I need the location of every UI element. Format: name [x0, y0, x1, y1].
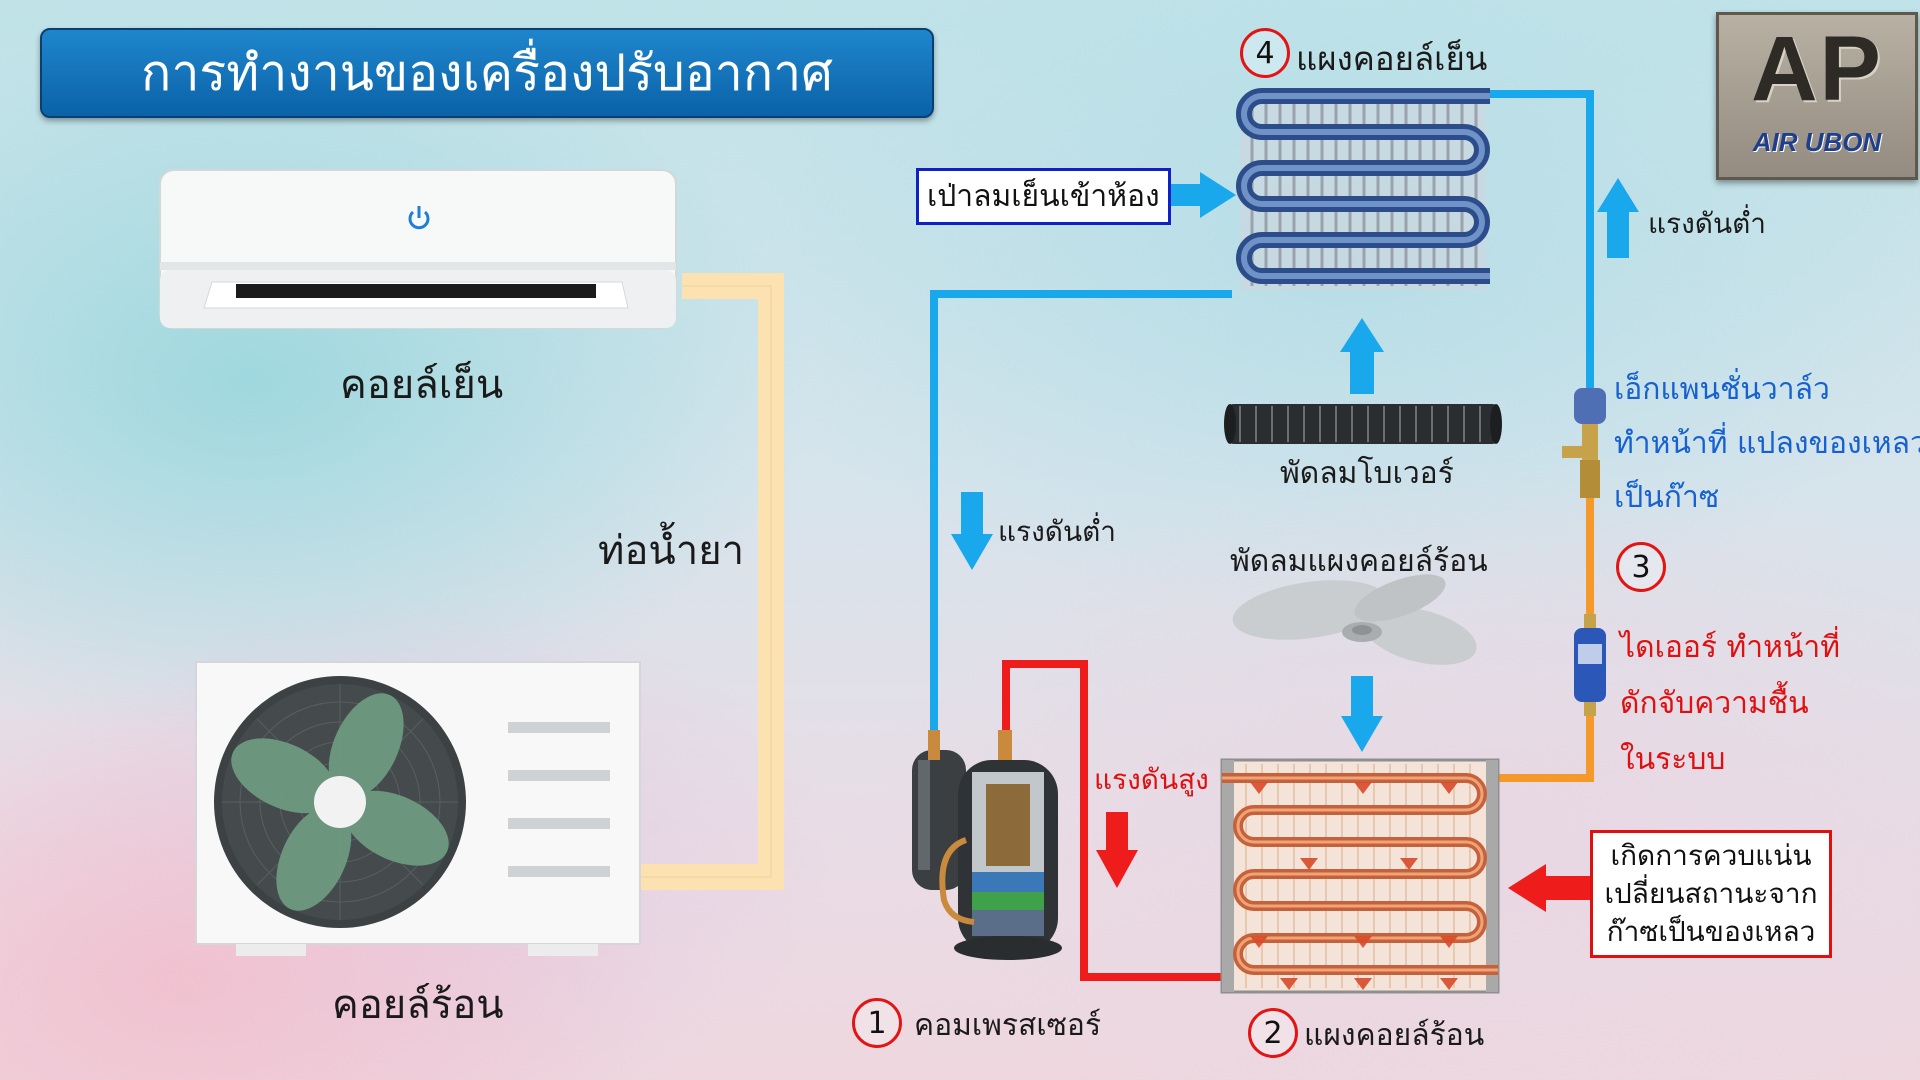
condenser-fan-label: พัดลมแผงคอยล์ร้อน: [1230, 544, 1488, 579]
condensation-line-3: ก๊าซเป็นของเหลว: [1606, 915, 1816, 948]
indoor-unit-label: คอยล์เย็น: [340, 362, 504, 408]
expansion-valve-line-3: เป็นก๊าซ: [1614, 480, 1720, 515]
condenser-fan-image: [1232, 574, 1477, 665]
refrigerant-pipe: [640, 273, 784, 890]
low-pressure-line: [1490, 90, 1594, 388]
dryer-line-1: ไดเออร์ ทำหน้าที่: [1620, 630, 1841, 665]
discharge-line: [1002, 660, 1222, 981]
compressor-image: [912, 730, 1062, 960]
expansion-valve-line-2: ทำหน้าที่ แปลงของเหลว: [1614, 426, 1920, 461]
blower-fan-image: [1224, 404, 1502, 444]
evaporator-coil: [1236, 88, 1490, 290]
blow-cold-air-box: เป่าลมเย็นเข้าห้อง: [916, 168, 1171, 225]
expansion-valve-image: [1562, 388, 1606, 498]
power-icon: [408, 206, 430, 230]
arrow-blower-up: [1340, 318, 1384, 394]
dryer-line-3: ในระบบ: [1620, 742, 1726, 777]
logo-main-text: AP: [1751, 18, 1883, 120]
evaporator-label: แผงคอยล์เย็น: [1296, 39, 1488, 78]
arrow-condensation-left: [1508, 864, 1594, 912]
blower-fan-label: พัดลมโบเวอร์: [1280, 456, 1454, 491]
compressor-label: คอมเพรสเซอร์: [914, 1008, 1102, 1043]
step-2-badge: 2: [1248, 1008, 1298, 1058]
arrow-high-pressure-down: [1096, 812, 1138, 888]
page-title: การทำงานของเครื่องปรับอากาศ: [40, 28, 934, 118]
arrow-fan-down: [1341, 676, 1383, 752]
low-pressure-label-left: แรงดันต่ำ: [998, 515, 1116, 548]
title-text: การทำงานของเครื่องปรับอากาศ: [141, 43, 833, 102]
condenser-coil: [1220, 758, 1500, 994]
brand-logo: AP AIR UBON: [1716, 12, 1918, 180]
arrow-low-pressure-up: [1597, 178, 1639, 258]
step-3-badge: 3: [1616, 542, 1666, 592]
low-pressure-label-right: แรงดันต่ำ: [1648, 207, 1766, 240]
indoor-unit: [159, 169, 677, 329]
high-pressure-label: แรงดันสูง: [1094, 763, 1209, 796]
dryer-line-2: ดักจับความชื้น: [1620, 686, 1809, 721]
outdoor-unit: [195, 661, 641, 956]
logo-sub-text: AIR UBON: [1752, 127, 1882, 157]
arrow-low-pressure-down: [951, 492, 993, 570]
condenser-label: แผงคอยล์ร้อน: [1304, 1018, 1485, 1053]
step-1-badge: 1: [852, 998, 902, 1048]
condensation-line-2: เปลี่ยนสถานะจาก: [1604, 877, 1818, 910]
outdoor-unit-label: คอยล์ร้อน: [332, 982, 504, 1028]
suction-line: [930, 290, 1232, 730]
step-4-badge: 4: [1240, 28, 1290, 78]
dryer-image: [1574, 614, 1606, 716]
condensation-box: เกิดการควบแน่น เปลี่ยนสถานะจาก ก๊าซเป็นข…: [1590, 830, 1832, 958]
condensation-line-1: เกิดการควบแน่น: [1610, 839, 1812, 872]
expansion-valve-line-1: เอ็กแพนชั่นวาล์ว: [1614, 372, 1830, 407]
refrigerant-pipe-label: ท่อน้ำยา: [598, 528, 745, 574]
liquid-line: [1490, 498, 1594, 782]
